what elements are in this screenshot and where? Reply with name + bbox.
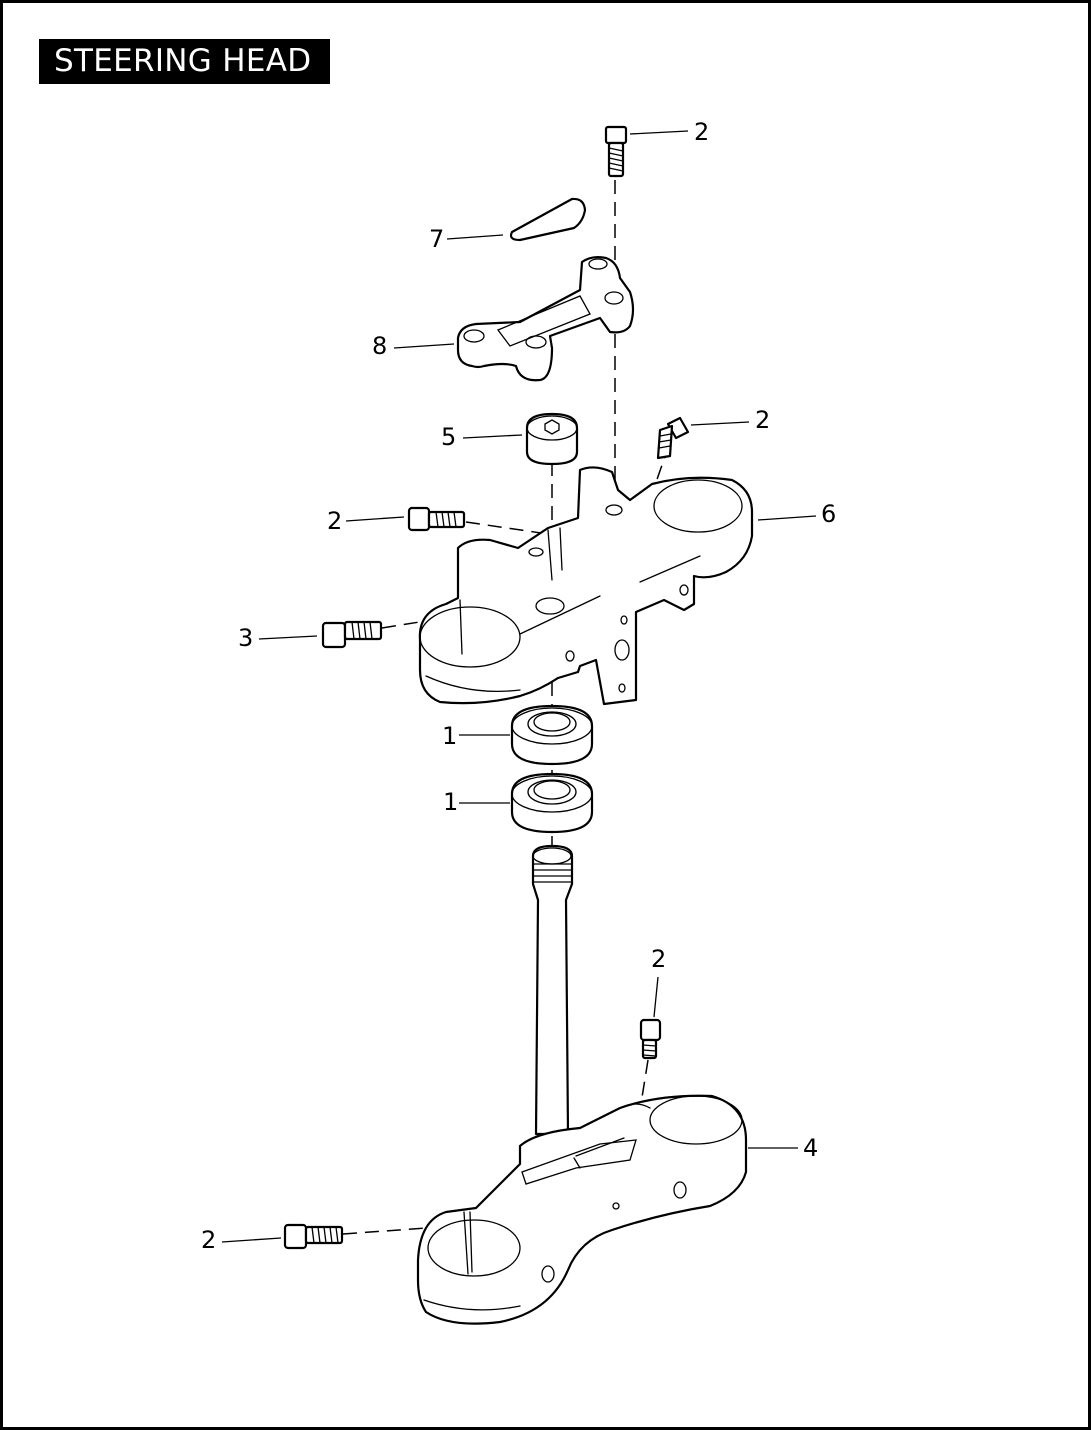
bearing-upper xyxy=(510,704,594,766)
callout-label: 5 xyxy=(441,423,456,451)
screw-upper-right xyxy=(656,416,690,460)
callout-label: 2 xyxy=(201,1226,216,1254)
callout-label: 1 xyxy=(442,722,457,750)
callout-label: 4 xyxy=(803,1134,818,1162)
upper-fork-bracket-part-6 xyxy=(418,466,754,706)
callout-numbers: 2 7 8 5 2 2 6 3 1 1 2 4 2 xyxy=(201,118,836,1254)
cap-part-5 xyxy=(525,412,579,466)
insert-part-7 xyxy=(509,197,587,242)
callout-label: 3 xyxy=(238,624,253,652)
page-title: STEERING HEAD xyxy=(39,39,330,84)
callout-label: 2 xyxy=(327,507,342,535)
screw-part-3 xyxy=(321,620,383,649)
callout-label: 8 xyxy=(372,332,387,360)
handlebar-clamp-part-8 xyxy=(456,256,635,382)
callout-label: 2 xyxy=(694,118,709,146)
callout-label: 6 xyxy=(821,500,836,528)
callout-label: 1 xyxy=(443,788,458,816)
bearing-lower xyxy=(510,772,594,834)
top-screw xyxy=(604,125,628,178)
lower-bracket-part-4 xyxy=(416,844,748,1325)
screw-lower-right xyxy=(639,1018,662,1060)
leader-lines xyxy=(221,130,817,1243)
callout-label: 7 xyxy=(429,225,444,253)
callout-label: 2 xyxy=(651,945,666,973)
screw-upper-left xyxy=(407,506,466,532)
screw-lower-left xyxy=(283,1223,344,1250)
callout-label: 2 xyxy=(755,406,770,434)
